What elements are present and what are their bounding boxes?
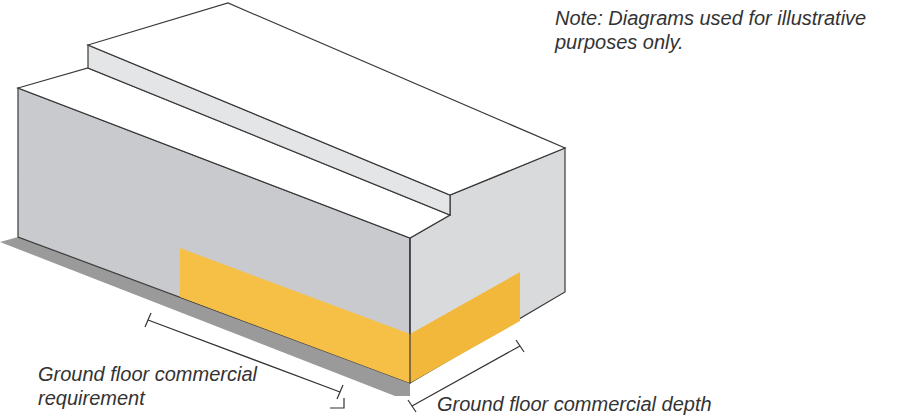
note-text: Note: Diagrams used for illustrative pur… <box>555 6 900 54</box>
commercial-front <box>180 248 410 383</box>
dimension-label: Ground floor commercial depth <box>437 392 712 416</box>
corner-edge <box>409 238 410 383</box>
commercial-side <box>410 272 520 383</box>
upper-roof <box>88 3 565 195</box>
requirement-dimension <box>145 313 344 408</box>
dimension-label: Ground floor commercial requirement <box>38 362 257 410</box>
